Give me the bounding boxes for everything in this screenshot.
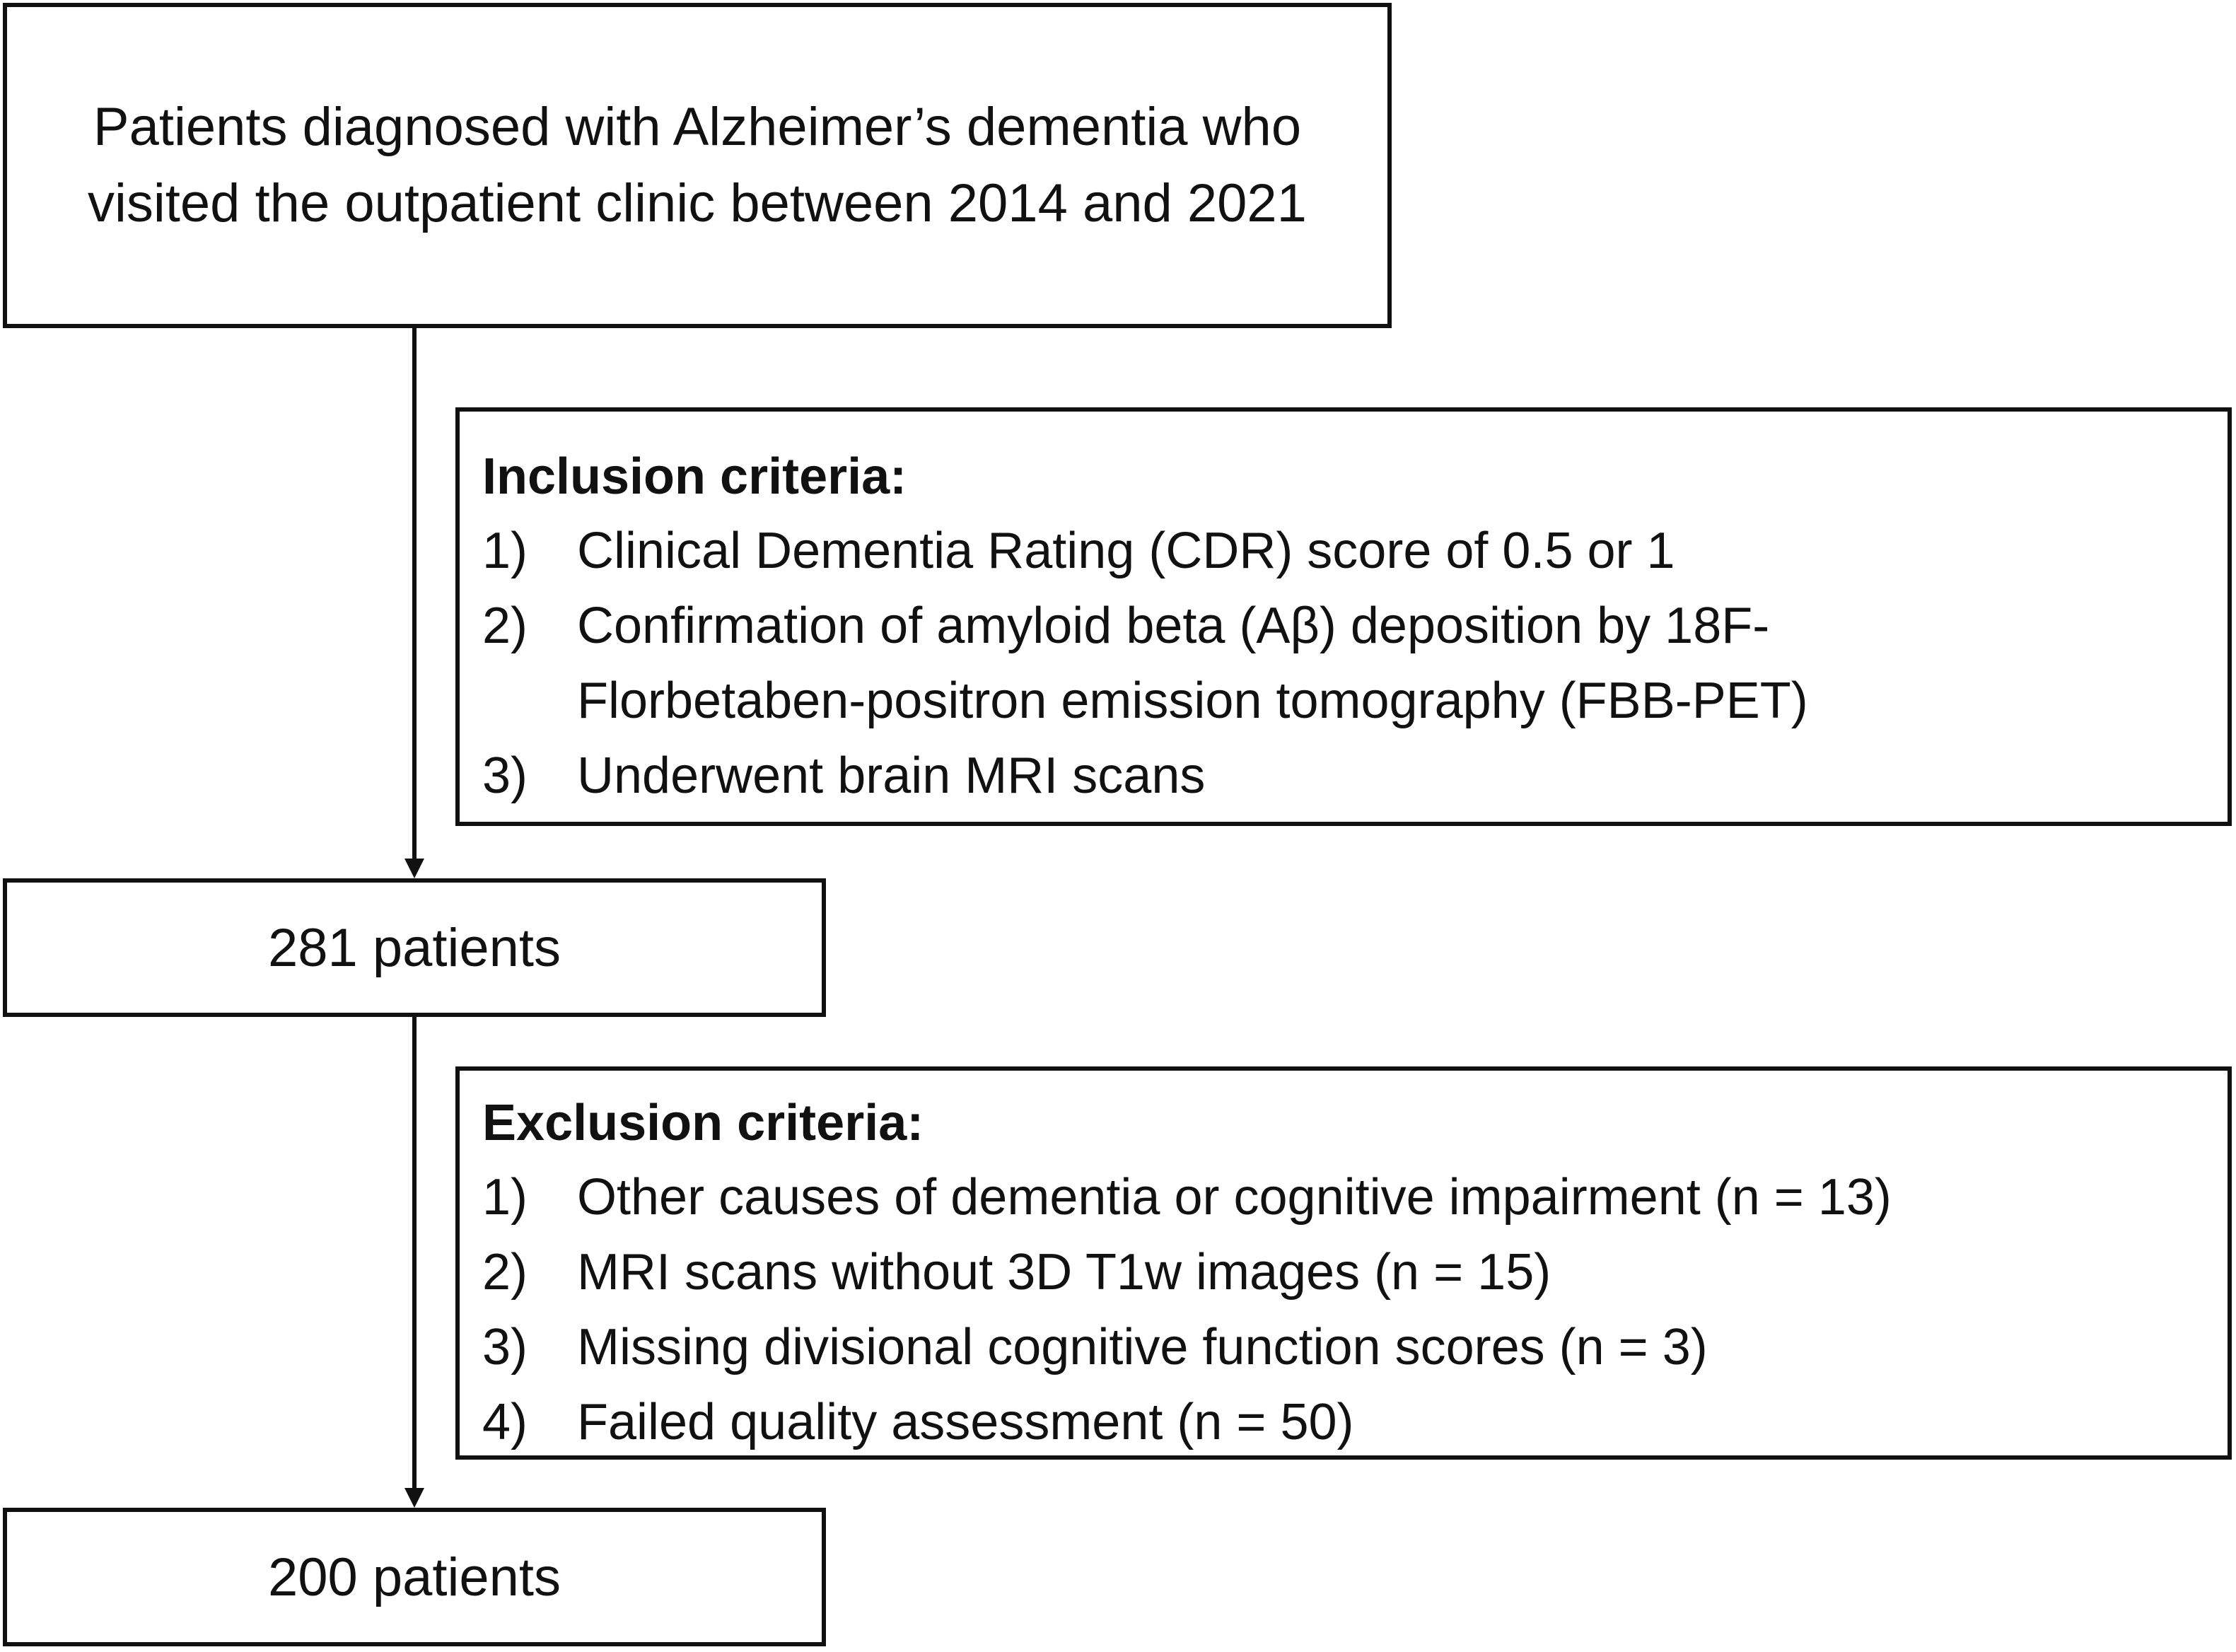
inclusion-item-2-line-1: Confirmation of amyloid beta (Aβ) deposi… (577, 598, 1770, 654)
exclusion-item-1: 1) Other causes of dementia or cognitive… (482, 1160, 2228, 1235)
inclusion-criteria-box: Inclusion criteria: 1) Clinical Dementia… (455, 407, 2232, 826)
exclusion-item-1-text: Other causes of dementia or cognitive im… (577, 1160, 1892, 1235)
arrowhead-1 (404, 859, 424, 878)
final-count-label: 200 patients (267, 1547, 561, 1607)
exclusion-item-3: 3) Missing divisional cognitive function… (482, 1310, 2228, 1385)
inclusion-item-3-number: 3) (482, 748, 528, 804)
exclusion-item-3-text: Missing divisional cognitive function sc… (577, 1310, 1708, 1385)
final-count-box: 200 patients (3, 1508, 826, 1646)
exclusion-item-4-text: Failed quality assessment (n = 50) (577, 1385, 1354, 1460)
inclusion-item-2-number: 2) (482, 598, 528, 654)
exclusion-item-2-line-1: MRI scans without 3D T1w images (n = 15) (577, 1244, 1551, 1301)
exclusion-title: Exclusion criteria: (482, 1095, 924, 1151)
inclusion-item-3-line-1: Underwent brain MRI scans (577, 748, 1206, 804)
start-box: Patients diagnosed with Alzheimer’s deme… (3, 3, 1392, 328)
exclusion-item-4-number: 4) (482, 1394, 528, 1450)
exclusion-item-3-number: 3) (482, 1319, 528, 1375)
inclusion-item-3: 3) Underwent brain MRI scans (482, 738, 2228, 813)
inclusion-item-1: 1) Clinical Dementia Rating (CDR) score … (482, 513, 2228, 588)
inclusion-item-3-text: Underwent brain MRI scans (577, 738, 1205, 813)
inclusion-item-1-text: Clinical Dementia Rating (CDR) score of … (577, 513, 1675, 588)
exclusion-item-4: 4) Failed quality assessment (n = 50) (482, 1385, 2228, 1460)
inclusion-item-2-line-2: Florbetaben-positron emission tomography… (577, 673, 1808, 729)
start-box-line-2: visited the outpatient clinic between 20… (88, 173, 1307, 233)
exclusion-criteria-box: Exclusion criteria: 1) Other causes of d… (455, 1066, 2232, 1460)
inclusion-item-2: 2) Confirmation of amyloid beta (Aβ) dep… (482, 588, 2228, 738)
inclusion-item-1-line-1: Clinical Dementia Rating (CDR) score of … (577, 523, 1675, 579)
arrowhead-2 (404, 1488, 424, 1508)
exclusion-item-3-line-1: Missing divisional cognitive function sc… (577, 1319, 1708, 1375)
exclusion-item-1-number: 1) (482, 1169, 528, 1226)
inclusion-title: Inclusion criteria: (482, 448, 907, 505)
exclusion-item-2: 2) MRI scans without 3D T1w images (n = … (482, 1235, 2228, 1310)
inclusion-item-1-number: 1) (482, 523, 528, 579)
start-box-line-1: Patients diagnosed with Alzheimer’s deme… (93, 97, 1302, 157)
inclusion-item-2-text: Confirmation of amyloid beta (Aβ) deposi… (577, 588, 1808, 738)
exclusion-item-4-line-1: Failed quality assessment (n = 50) (577, 1394, 1354, 1450)
exclusion-item-2-number: 2) (482, 1244, 528, 1301)
after-inclusion-count-label: 281 patients (267, 917, 561, 978)
exclusion-item-1-line-1: Other causes of dementia or cognitive im… (577, 1169, 1892, 1226)
exclusion-item-2-text: MRI scans without 3D T1w images (n = 15) (577, 1235, 1551, 1310)
after-inclusion-count-box: 281 patients (3, 878, 826, 1017)
